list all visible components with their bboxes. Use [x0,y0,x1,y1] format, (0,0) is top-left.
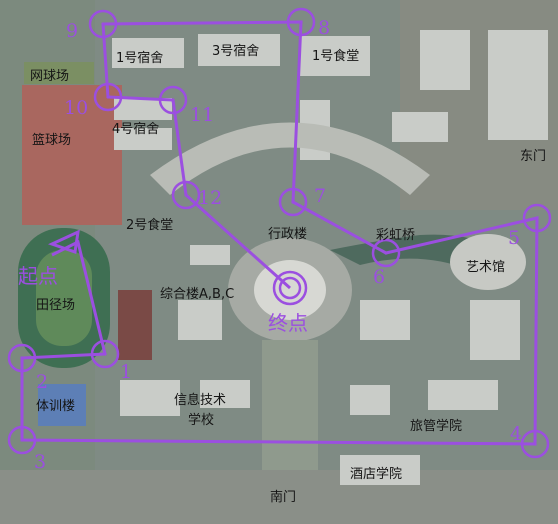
checkpoint-1-circle [90,339,120,369]
tourism-school-label: 旅管学院 [410,418,462,434]
south-street [0,470,558,524]
checkpoint-1-label: 1 [120,361,132,383]
canteen-1-label: 1号食堂 [312,48,359,64]
checkpoint-6-label: 6 [373,266,385,288]
checkpoint-11-circle [158,85,188,115]
end-label: 终点 [268,311,308,335]
gym-roof [38,384,86,426]
south-buildings [120,245,520,485]
checkpoint-11-label: 11 [190,104,214,126]
start-triangle [47,229,80,255]
checkpoint-4-circle [520,429,550,459]
plaza-center [254,260,326,320]
track-field-label: 田径场 [36,298,75,313]
dorm-4-label: 4号宿舍 [112,121,159,137]
checkpoint-12-circle [171,180,201,210]
art-hall-label: 艺术馆 [466,260,505,275]
end-outer-circle [272,270,308,306]
checkpoint-6-circle [371,238,401,268]
south-gate-label: 南门 [270,489,296,505]
checkpoint-dots [20,20,539,446]
checkpoint-circles [7,7,552,459]
checkpoint-9-circle [88,9,118,39]
checkpoint-12-label: 12 [198,187,222,209]
admin-building-label: 行政楼 [268,227,307,242]
canteen-2-label: 2号食堂 [126,217,173,233]
checkpoint-8-circle [286,7,316,37]
checkpoint-9-label: 9 [66,20,78,42]
checkpoint-2-circle [7,343,37,373]
checkpoint-3-circle [7,425,37,455]
gym-label: 体训楼 [36,399,75,414]
checkpoint-10-label: 10 [64,97,88,119]
checkpoint-7-label: 7 [314,185,326,207]
art-hall-roof [450,234,526,290]
basketball-courts [22,85,122,225]
it-school-label-2: 学校 [188,412,214,428]
checkpoint-5-label: 5 [508,227,520,249]
checkpoint-4-label: 4 [510,423,522,445]
small-court [118,290,152,360]
tennis-court-label: 网球场 [30,69,69,84]
tennis-courts [24,62,94,84]
rainbow-bridge-label: 彩虹桥 [376,228,415,243]
checkpoint-2-label: 2 [36,371,48,393]
checkpoint-3-label: 3 [34,451,46,473]
checkpoint-5-circle [522,203,552,233]
end-inner-circle [278,276,302,300]
complex-building-label: 综合楼A,B,C [160,287,234,302]
it-school-label-1: 信息技术 [174,392,226,408]
checkpoint-8-label: 8 [318,17,330,39]
south-promenade [262,340,318,470]
track-infield [36,250,92,346]
dorm-1-label: 1号宿舍 [116,50,163,66]
dorm-3-label: 3号宿舍 [212,43,259,59]
checkpoint-10-circle [93,82,123,112]
hotel-school-label: 酒店学院 [350,466,402,482]
start-label: 起点 [18,264,58,288]
basketball-court-label: 篮球场 [32,133,71,148]
checkpoint-7-circle [278,187,308,217]
arc-building [150,122,430,195]
route-12-end [185,193,291,290]
east-gate-label: 东门 [520,149,546,164]
route-11-12 [171,99,188,196]
route-10-11 [107,95,174,102]
